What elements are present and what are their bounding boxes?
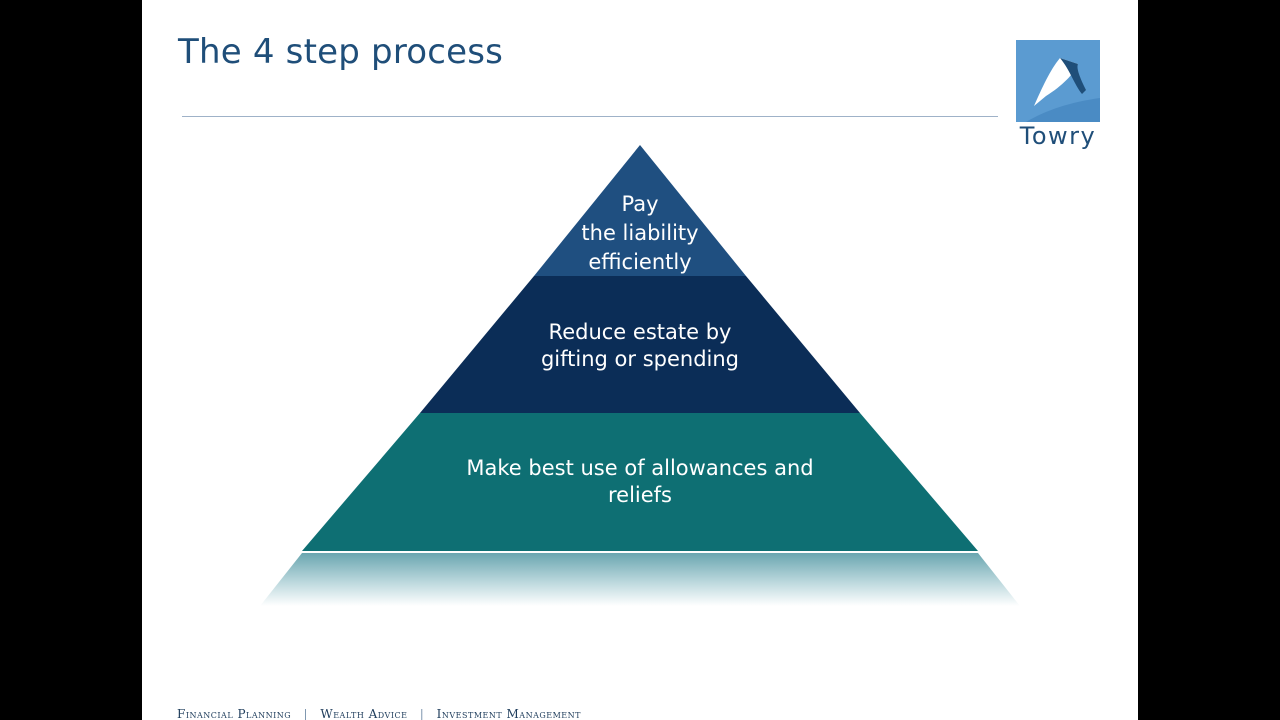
pyramid-tier-1 [534,145,746,276]
footer-separator: | [419,707,425,720]
tier-1-line-2: the liability [581,221,699,245]
pyramid-diagram [260,145,1020,606]
tier-2-line-2: gifting or spending [540,347,740,371]
pyramid-tier-3 [302,413,978,551]
footer-item-wealth-advice: Wealth Advice [320,707,408,720]
slide: The 4 step process Towry Pay the liabili… [142,0,1138,720]
footer-services: Financial Planning | Wealth Advice | Inv… [177,707,581,720]
logo-wordmark: Towry [1019,122,1097,150]
pyramid-tier-4 [260,553,1020,606]
footer-separator: | [303,707,309,720]
quill-icon [1026,58,1100,122]
tier-2-line-1: Reduce estate by [548,320,732,344]
slide-title: The 4 step process [178,32,504,72]
tier-2-label: Reduce estate by gifting or spending [490,319,790,373]
tier-1-line-3: efficiently [588,250,692,274]
title-divider [182,116,998,117]
towry-logo: Towry [1016,40,1100,150]
tier-3-line-1: Make best use of allowances and [466,456,814,480]
pyramid-tier-2 [420,276,860,413]
tier-3-line-2: reliefs [607,483,672,507]
footer-item-investment-management: Investment Management [436,707,581,720]
tier-1-line-1: Pay [621,192,659,216]
tier-1-label: Pay the liability efficiently [540,190,740,277]
logo-mark-icon [1016,40,1100,122]
footer-item-financial-planning: Financial Planning [177,707,292,720]
tier-3-label: Make best use of allowances and reliefs [420,455,860,509]
